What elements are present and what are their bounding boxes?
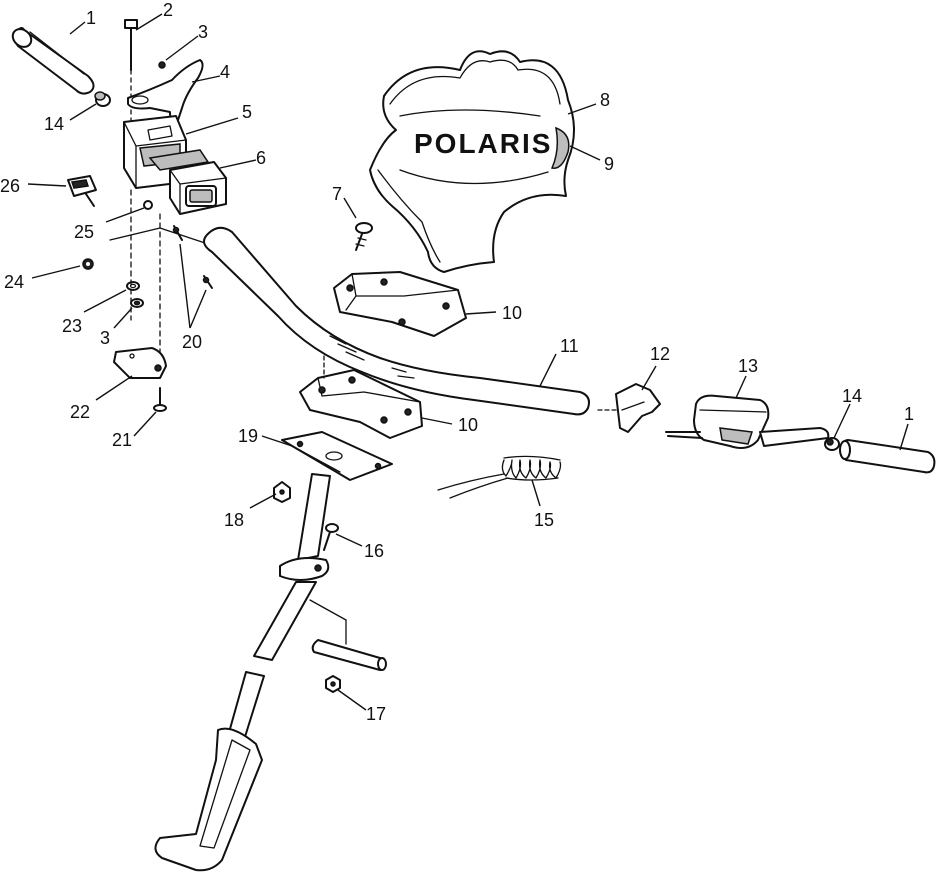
screw-21	[153, 387, 167, 412]
throttle-lever	[127, 59, 204, 127]
callout-20-screws: 20	[182, 332, 202, 352]
clamp-10-upper	[333, 271, 467, 337]
callout-8-pad: 8	[600, 90, 610, 110]
nut-18	[273, 481, 291, 503]
callout-3-nut: 3	[100, 328, 110, 348]
callout-4-throttle-lever: 4	[220, 62, 230, 82]
callout-2-bolt: 2	[163, 0, 173, 20]
handlebar-pad: POLARIS	[369, 50, 575, 273]
coil-cable-15	[437, 455, 562, 499]
callout-18-nut: 18	[224, 510, 244, 530]
sleeve	[311, 639, 387, 671]
callout-14-left-end-cap: 14	[44, 114, 64, 134]
callout-22-plate: 22	[70, 402, 90, 422]
callout-23-washer: 23	[62, 316, 82, 336]
plate-22	[113, 347, 167, 379]
callout-6-switch-block: 6	[256, 148, 266, 168]
callout-9-pad-logo: 9	[604, 154, 614, 174]
callout-12-switch: 12	[650, 344, 670, 364]
callout-14-right-end-cap: 14	[842, 386, 862, 406]
right-end-cap	[824, 437, 840, 451]
callout-7-screw: 7	[332, 184, 342, 204]
steering-post	[154, 473, 347, 872]
callout-10-upper-clamp: 10	[502, 303, 522, 323]
callout-10-lower-clamp: 10	[458, 415, 478, 435]
brand-logo: POLARIS	[414, 128, 552, 159]
callout-11-handlebar: 11	[560, 336, 579, 356]
left-grip	[11, 27, 95, 95]
mount-plate-19	[281, 431, 393, 481]
callout-1-right-grip: 1	[904, 404, 914, 424]
callout-1-left-grip: 1	[86, 8, 96, 28]
clip-26	[67, 175, 97, 207]
screw-25	[143, 200, 153, 210]
nut-3-lower	[130, 298, 144, 308]
bolt-2	[124, 19, 138, 121]
callout-26-clip: 26	[0, 176, 20, 196]
nut-17	[325, 675, 341, 693]
right-grip	[839, 439, 936, 474]
nut-24	[82, 258, 94, 270]
callout-19-mount-plate: 19	[238, 426, 258, 446]
callout-24-nut: 24	[4, 272, 24, 292]
callout-16-bolt: 16	[364, 541, 384, 561]
leader-lines	[27, 13, 909, 711]
callout-labels: 1 2 3 4 5 6 7 8 9 10 10 11 12 13 14 14 1…	[0, 0, 914, 724]
callout-5-housing: 5	[242, 102, 252, 122]
switch-12	[597, 383, 661, 433]
screws-20	[172, 225, 213, 289]
callout-17-nut: 17	[366, 704, 386, 724]
clamp-10-lower	[299, 369, 423, 439]
callout-25-screw: 25	[74, 222, 94, 242]
callout-13-brake-lever: 13	[738, 356, 758, 376]
handlebar	[203, 226, 590, 416]
screw-7	[355, 222, 373, 251]
screw-3-top	[158, 61, 166, 69]
washer-23	[126, 281, 140, 291]
callout-15-coil-cable: 15	[534, 510, 554, 530]
callout-3-screw: 3	[198, 22, 208, 42]
bolt-16	[323, 523, 339, 551]
callout-21-screw: 21	[112, 430, 132, 450]
switch-block	[148, 149, 227, 215]
left-end-cap	[94, 91, 111, 107]
brake-lever	[665, 394, 830, 449]
